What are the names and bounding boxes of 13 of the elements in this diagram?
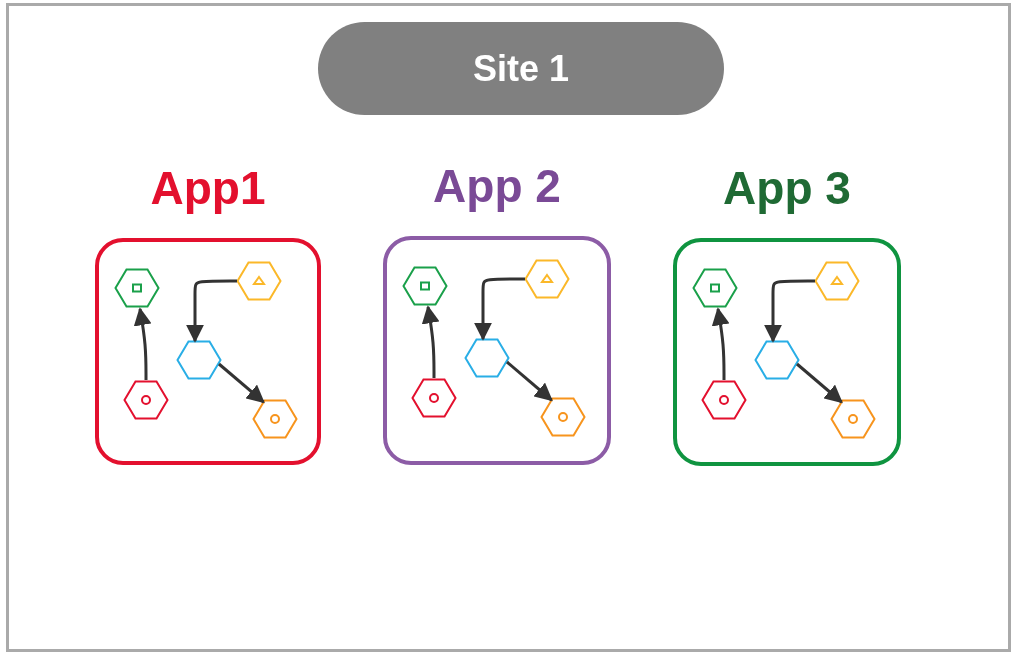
arrow	[218, 362, 265, 404]
app-title: App 2	[432, 159, 562, 214]
arrow	[796, 362, 843, 404]
arrow	[474, 277, 525, 341]
site-banner: Site 1	[318, 22, 724, 115]
arrow	[186, 279, 237, 343]
arrow	[421, 305, 440, 378]
arrow	[711, 307, 730, 380]
arrow	[764, 279, 815, 343]
app-title: App1	[149, 161, 267, 216]
arrow	[506, 360, 553, 402]
app-title: App 3	[722, 161, 852, 216]
arrow	[133, 307, 152, 380]
